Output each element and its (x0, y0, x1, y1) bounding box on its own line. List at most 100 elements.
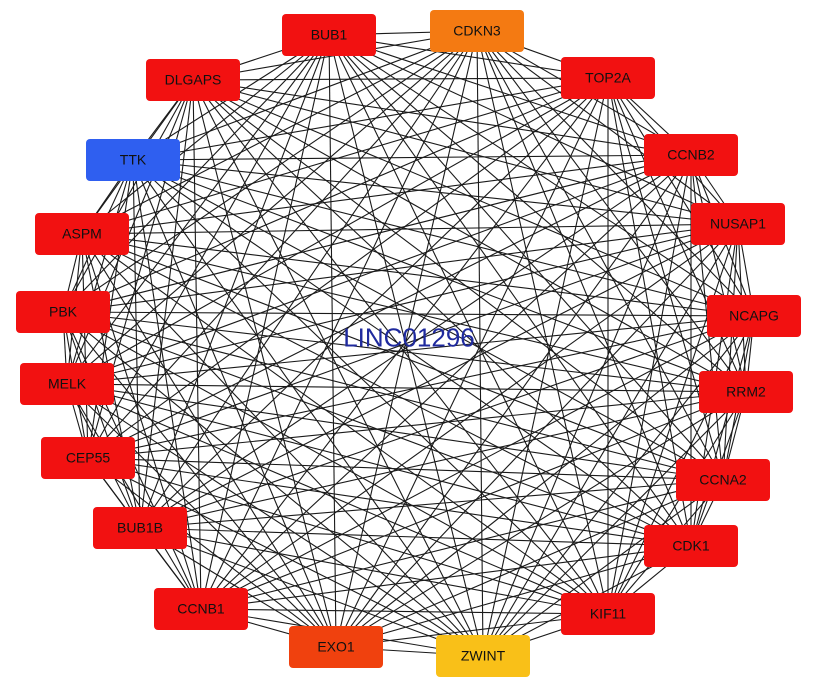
edge-cep55-ttk (87, 159, 134, 459)
gene-node-box (430, 10, 524, 52)
edge-ncapg-exo1 (335, 315, 755, 648)
edge-ncapg-aspm (81, 233, 755, 317)
edge-ccnb2-aspm (81, 154, 692, 235)
edge-cdkn3-ttk (132, 30, 478, 161)
gene-node-label: CCNA2 (699, 472, 747, 488)
edge-nusap1-aspm (81, 223, 739, 235)
edge-cdkn3-pbk (62, 30, 478, 313)
gene-node-pbk[interactable]: PBK (16, 291, 110, 333)
edge-bub1-exo1 (328, 34, 337, 648)
gene-node-bub1[interactable]: BUB1 (282, 14, 376, 56)
edge-zwint-pbk (62, 311, 484, 657)
edge-top2a-cep55 (87, 77, 609, 459)
edge-bub1-ccnb1 (200, 34, 330, 610)
gene-node-box (436, 635, 530, 677)
gene-node-nusap1[interactable]: NUSAP1 (691, 203, 785, 245)
edge-bub1-nusap1 (328, 34, 739, 225)
gene-node-label: CCNB2 (667, 147, 715, 163)
gene-node-label: BUB1 (311, 27, 348, 43)
gene-node-box (35, 213, 129, 255)
edge-nusap1-ttk (132, 159, 739, 225)
edge-ccnb2-pbk (62, 154, 692, 313)
edge-zwint-aspm (81, 233, 484, 657)
edge-cdkn3-ccnb1 (200, 30, 478, 610)
gene-node-box (93, 507, 187, 549)
edge-nusap1-bub1b (139, 223, 739, 529)
edge-cdk1-cep55 (87, 457, 692, 547)
gene-node-ttk[interactable]: TTK (86, 139, 180, 181)
gene-node-ccna2[interactable]: CCNA2 (676, 459, 770, 501)
edge-bub1-zwint (328, 34, 484, 657)
edge-bub1-kif11 (328, 34, 609, 615)
edge-nusap1-melk (66, 223, 739, 385)
network-edges (62, 30, 755, 657)
edge-ccna2-aspm (81, 233, 724, 481)
gene-node-ncapg[interactable]: NCAPG (707, 295, 801, 337)
edge-zwint-melk (66, 383, 484, 657)
edge-ccna2-pbk (62, 311, 724, 481)
gene-node-top2a[interactable]: TOP2A (561, 57, 655, 99)
edge-ccna2-bub1b (139, 479, 724, 529)
gene-node-box (282, 14, 376, 56)
edge-rrm2-melk (66, 383, 747, 393)
gene-node-box (289, 626, 383, 668)
edge-ccna2-dlgaps (192, 79, 724, 481)
edge-zwint-dlgaps (192, 79, 484, 657)
gene-node-label: CDK1 (672, 538, 710, 554)
gene-node-ccnb2[interactable]: CCNB2 (644, 134, 738, 176)
gene-node-zwint[interactable]: ZWINT (436, 635, 530, 677)
edge-cdk1-ccnb1 (200, 545, 692, 610)
gene-node-kif11[interactable]: KIF11 (561, 593, 655, 635)
gene-node-melk[interactable]: MELK (20, 363, 114, 405)
edge-melk-ttk (66, 159, 134, 385)
edge-ccnb2-ttk (132, 154, 692, 161)
edge-cdk1-ttk (132, 159, 692, 547)
gene-node-label: CDKN3 (453, 23, 501, 39)
gene-node-ccnb1[interactable]: CCNB1 (154, 588, 248, 630)
edge-ccnb1-dlgaps (192, 79, 202, 610)
edge-cdk1-pbk (62, 311, 692, 547)
edge-bub1b-pbk (62, 311, 141, 529)
edge-kif11-cep55 (87, 457, 609, 615)
edge-cdkn3-rrm2 (476, 30, 747, 393)
gene-node-bub1b[interactable]: BUB1B (93, 507, 187, 549)
edge-bub1-pbk (62, 34, 330, 313)
edge-bub1-ccna2 (328, 34, 724, 481)
edge-bub1b-dlgaps (139, 79, 194, 529)
edge-ncapg-ttk (132, 159, 755, 317)
gene-node-label: CEP55 (66, 450, 111, 466)
gene-node-label: ZWINT (461, 648, 506, 664)
edge-ccnb2-dlgaps (192, 79, 692, 156)
gene-node-exo1[interactable]: EXO1 (289, 626, 383, 668)
gene-node-dlgaps[interactable]: DLGAPS (146, 59, 240, 101)
edge-ccna2-melk (66, 383, 724, 481)
gene-node-box (707, 295, 801, 337)
gene-node-aspm[interactable]: ASPM (35, 213, 129, 255)
gene-node-cdkn3[interactable]: CDKN3 (430, 10, 524, 52)
edge-rrm2-cep55 (87, 391, 747, 459)
gene-node-cdk1[interactable]: CDK1 (644, 525, 738, 567)
edge-exo1-ttk (132, 159, 337, 648)
edge-bub1-cdk1 (328, 34, 692, 547)
edge-cdk1-aspm (81, 233, 692, 547)
edge-cdkn3-ccna2 (476, 30, 724, 481)
edge-cdkn3-exo1 (335, 30, 478, 648)
gene-node-box (644, 134, 738, 176)
edge-ccna2-cep55 (87, 457, 724, 481)
gene-node-label: TTK (120, 152, 147, 168)
edge-exo1-melk (66, 383, 337, 648)
edge-rrm2-bub1b (139, 391, 747, 529)
gene-node-label: TOP2A (585, 70, 631, 86)
gene-node-box (20, 363, 114, 405)
edge-nusap1-zwint (482, 223, 739, 657)
edge-ccna2-ttk (132, 159, 724, 481)
gene-node-label: KIF11 (590, 606, 627, 622)
gene-node-cep55[interactable]: CEP55 (41, 437, 135, 479)
edge-ccnb2-exo1 (335, 154, 692, 648)
edge-top2a-aspm (81, 77, 609, 235)
edge-top2a-ttk (132, 77, 609, 161)
gene-node-box (699, 371, 793, 413)
edge-kif11-dlgaps (192, 79, 609, 615)
edge-ncapg-cdk1 (690, 315, 755, 547)
gene-node-rrm2[interactable]: RRM2 (699, 371, 793, 413)
